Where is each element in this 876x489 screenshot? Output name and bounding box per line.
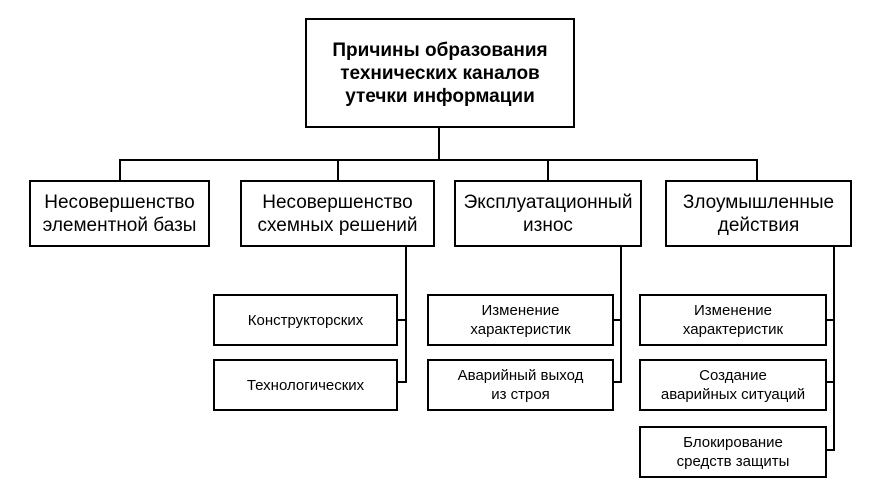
category-node-2: Несовершенство схемных решений [240, 180, 435, 247]
connector-group-4-branch-2 [825, 381, 835, 383]
sub-node-3-1: Изменение характеристик [427, 294, 614, 346]
connector-group-4-branch-3 [825, 449, 835, 451]
connector-group-3-trunk [620, 246, 622, 383]
sub-node-2-1: Конструкторских [213, 294, 398, 346]
sub-node-4-3: Блокирование средств защиты [639, 426, 827, 478]
root-node: Причины образования технических каналов … [305, 18, 575, 128]
connector-group-2-trunk [405, 246, 407, 383]
sub-node-4-1: Изменение характеристик [639, 294, 827, 346]
sub-node-3-2: Аварийный выход из строя [427, 359, 614, 411]
connector-group-4-trunk [833, 246, 835, 451]
connector-cat-4-drop [756, 159, 758, 181]
connector-horizontal-bus [119, 159, 758, 161]
connector-cat-2-drop [337, 159, 339, 181]
sub-node-2-2: Технологических [213, 359, 398, 411]
connector-root-down [438, 127, 440, 161]
connector-cat-1-drop [119, 159, 121, 181]
connector-group-2-branch-1 [396, 319, 407, 321]
connector-group-2-branch-2 [396, 381, 407, 383]
connector-group-4-branch-1 [825, 319, 835, 321]
connector-cat-3-drop [547, 159, 549, 181]
category-node-3: Эксплуатационный износ [454, 180, 642, 247]
sub-node-4-2: Создание аварийных ситуаций [639, 359, 827, 411]
category-node-1: Несовершенство элементной базы [29, 180, 210, 247]
connector-group-3-branch-1 [612, 319, 622, 321]
category-node-4: Злоумышленные действия [665, 180, 852, 247]
connector-group-3-branch-2 [612, 381, 622, 383]
